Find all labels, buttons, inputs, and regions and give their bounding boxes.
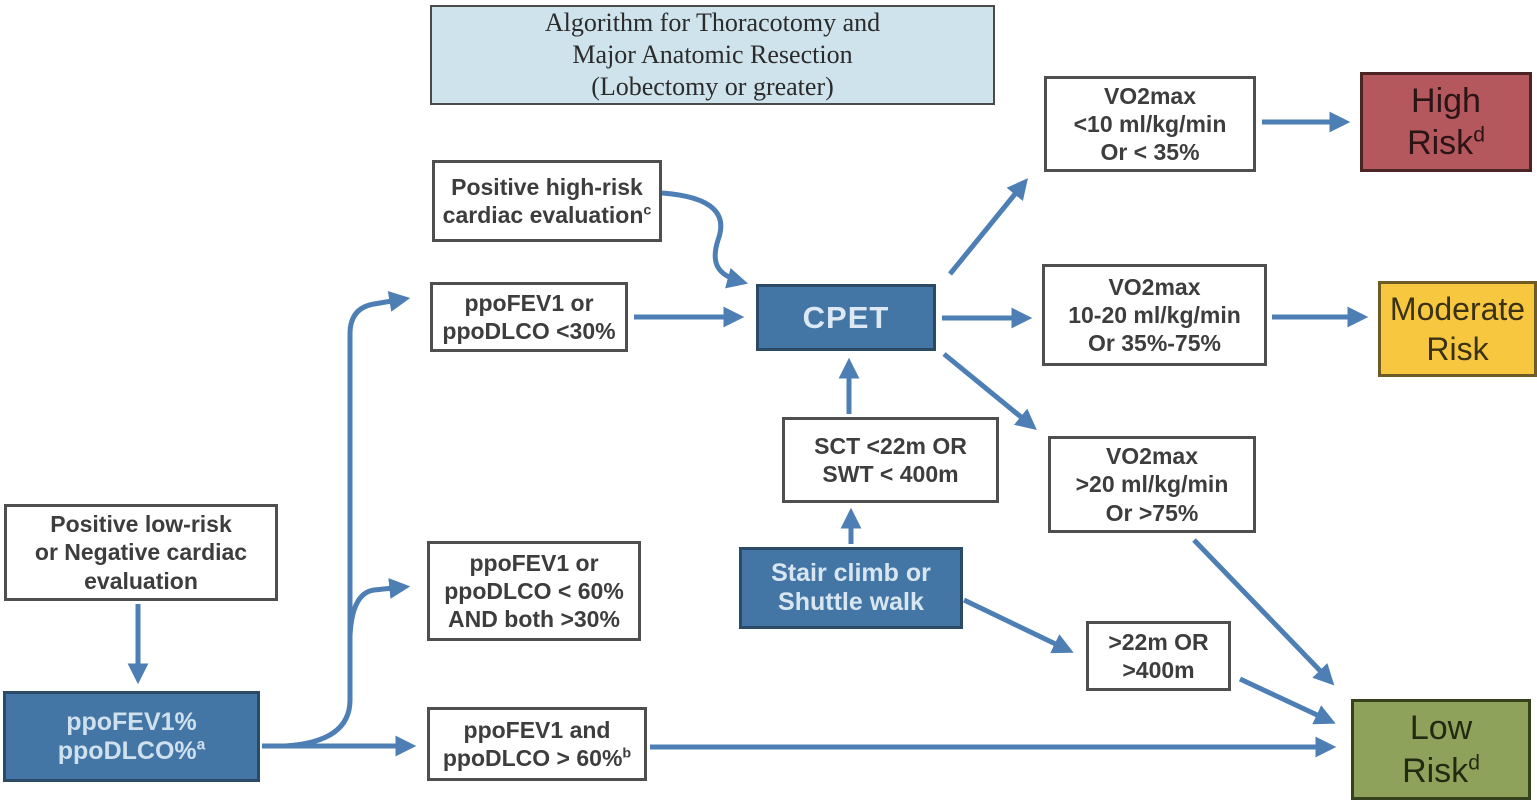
diagram-title-text: Algorithm for Thoracotomy and Major Anat…	[544, 8, 881, 101]
footnote-sup: d	[1473, 123, 1485, 147]
node-text: ppoFEV1 or ppoDLCO < 60% AND both >30%	[444, 549, 624, 633]
node-text: Positive low-risk or Negative cardiac ev…	[34, 511, 248, 594]
diagram-title: Algorithm for Thoracotomy and Major Anat…	[430, 5, 995, 105]
node-cpet: CPET	[756, 284, 936, 351]
node-text: SCT <22m OR SWT < 400m	[814, 432, 967, 487]
node-ppofev1-ppodlco-start: ppoFEV1% ppoDLCO%a	[3, 691, 260, 782]
node-moderate-risk: Moderate Risk	[1378, 281, 1537, 377]
node-text: High Risk	[1407, 81, 1481, 163]
arrow-highcardiac-to-cpet	[661, 190, 749, 289]
node-ppofev1-and-ppodlco-gt60: ppoFEV1 and ppoDLCO > 60%b	[427, 707, 647, 781]
node-vo2max-lt10: VO2max <10 ml/kg/min Or < 35%	[1044, 76, 1256, 172]
footnote-sup: d	[1468, 751, 1480, 775]
arrow-cpet-to-vo2low	[942, 352, 1037, 430]
arrow-stair-to-gt22	[962, 597, 1074, 654]
node-text: Stair climb or Shuttle walk	[771, 559, 931, 616]
node-text: ppoFEV1 and ppoDLCO > 60%	[442, 716, 623, 771]
node-text: Moderate Risk	[1389, 291, 1526, 367]
node-high-risk: High Riskd	[1360, 72, 1532, 172]
node-vo2max-gt20: VO2max >20 ml/kg/min Or >75%	[1048, 436, 1256, 533]
arrow-vo2low-to-lowrisk	[1192, 538, 1335, 686]
node-gt22m-or-gt400m: >22m OR >400m	[1086, 621, 1231, 691]
node-sct-swt-fail: SCT <22m OR SWT < 400m	[782, 417, 999, 503]
node-text: Low Risk	[1402, 709, 1473, 790]
node-text: VO2max 10-20 ml/kg/min Or 35%-75%	[1068, 273, 1241, 357]
arrow-ppomain-to-ppo30	[284, 291, 411, 749]
node-positive-high-risk-cardiac: Positive high-risk cardiac evaluationc	[432, 160, 662, 242]
arrow-ppomain-to-ppo60	[347, 578, 411, 637]
node-stair-climb-or-shuttle-walk: Stair climb or Shuttle walk	[739, 547, 963, 629]
footnote-sup: b	[622, 745, 632, 762]
node-ppofev1-or-ppodlco-lt30: ppoFEV1 or ppoDLCO <30%	[430, 282, 628, 352]
node-text: ppoFEV1 or ppoDLCO <30%	[442, 289, 616, 344]
arrow-cpet-to-vo2high	[948, 178, 1028, 276]
node-vo2max-10-20: VO2max 10-20 ml/kg/min Or 35%-75%	[1042, 264, 1267, 366]
node-low-risk: Low Riskd	[1351, 699, 1531, 800]
node-text: ppoFEV1% ppoDLCO%	[57, 707, 197, 765]
arrow-gt22-to-lowrisk	[1238, 676, 1336, 725]
footnote-sup: c	[643, 202, 652, 219]
node-positive-low-risk-or-negative-cardiac: Positive low-risk or Negative cardiac ev…	[4, 504, 278, 601]
footnote-sup: a	[196, 736, 206, 754]
node-text: CPET	[802, 299, 890, 335]
node-text: Positive high-risk cardiac evaluation	[442, 173, 644, 228]
node-text: VO2max <10 ml/kg/min Or < 35%	[1073, 82, 1227, 166]
node-text: VO2max >20 ml/kg/min Or >75%	[1075, 443, 1229, 526]
node-ppofev1-or-ppodlco-lt60: ppoFEV1 or ppoDLCO < 60% AND both >30%	[427, 541, 641, 641]
node-text: >22m OR >400m	[1108, 628, 1209, 683]
